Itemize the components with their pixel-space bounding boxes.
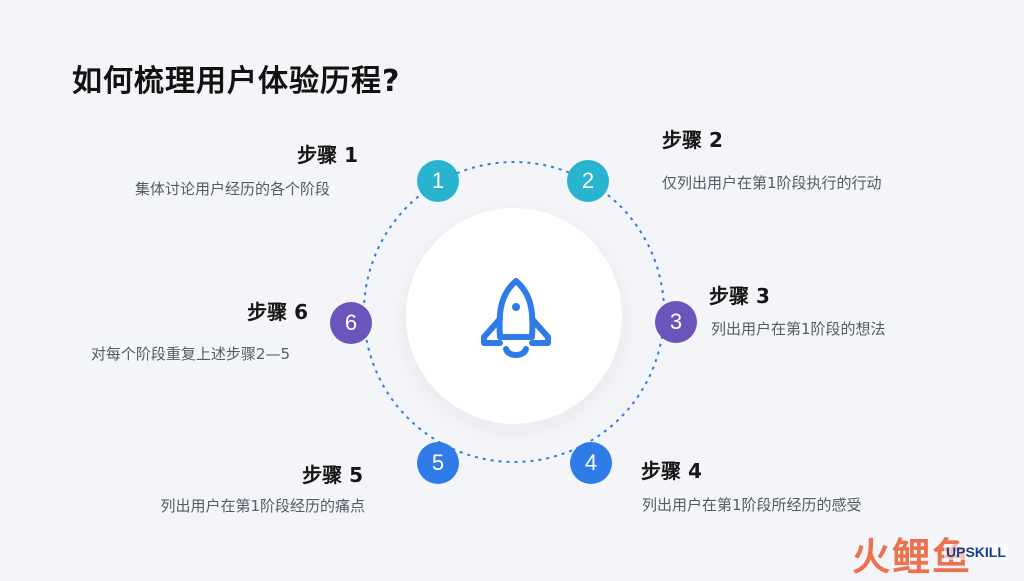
step-4-node[interactable]: 4 (570, 442, 612, 484)
step-2-desc: 仅列出用户在第1阶段执行的行动 (662, 174, 882, 192)
step-6-node[interactable]: 6 (330, 302, 372, 344)
step-4-title: 步骤 4 (641, 459, 702, 483)
watermark-logo: 火鲤鱼 UPSKILL (852, 526, 1022, 579)
page-title: 如何梳理用户体验历程? (72, 64, 401, 99)
step-6-title: 步骤 6 (247, 300, 308, 324)
center-disc (406, 208, 622, 424)
step-3-node[interactable]: 3 (655, 301, 697, 343)
step-3-title: 步骤 3 (709, 284, 770, 308)
step-3-desc: 列出用户在第1阶段的想法 (711, 320, 886, 338)
rocket-icon (481, 278, 551, 358)
step-1-desc: 集体讨论用户经历的各个阶段 (134, 180, 330, 198)
step-6-desc: 对每个阶段重复上述步骤2—5 (90, 345, 290, 363)
step-5-title: 步骤 5 (302, 463, 363, 487)
step-5-node[interactable]: 5 (417, 442, 459, 484)
step-2-node[interactable]: 2 (567, 160, 609, 202)
watermark-en: UPSKILL (944, 544, 1008, 560)
step-2-title: 步骤 2 (662, 128, 723, 152)
step-1-title: 步骤 1 (297, 143, 358, 167)
step-4-desc: 列出用户在第1阶段所经历的感受 (642, 496, 862, 514)
step-1-node[interactable]: 1 (417, 160, 459, 202)
step-5-desc: 列出用户在第1阶段经历的痛点 (160, 497, 365, 515)
